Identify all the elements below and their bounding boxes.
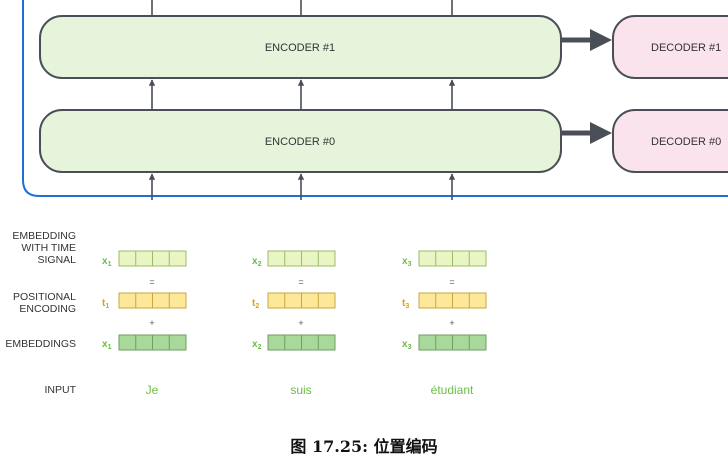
encoder-1-label: ENCODER #1 — [265, 42, 335, 54]
positional-label: t3 — [402, 298, 409, 310]
figure-caption: 图 17.25: 位置编码 — [290, 437, 438, 456]
row-label-embeddings: EMBEDDINGS — [5, 338, 76, 350]
decoder-1: DECODER #1 — [612, 15, 728, 79]
decoder-0-label: DECODER #0 — [651, 136, 721, 148]
positional-encoding-diagram: ENCODER #1 ENCODER #0 DECODER #1 DECODER… — [5, 0, 728, 397]
row-label-time-signal-line2: WITH TIME — [21, 242, 76, 254]
time-signal-vector — [418, 250, 487, 267]
equals-sign: = — [449, 277, 454, 287]
positional-vector — [118, 292, 187, 309]
encoder-0-label: ENCODER #0 — [265, 136, 335, 148]
plus-sign: + — [449, 318, 454, 328]
plus-sign: + — [149, 318, 154, 328]
time-signal-label: x1 — [102, 256, 112, 268]
row-label-time-signal-line3: SIGNAL — [37, 254, 76, 266]
encoder-to-decoder-arrow — [561, 29, 612, 51]
embedding-label: x2 — [252, 339, 262, 351]
time-signal-label: x3 — [402, 256, 412, 268]
positional-label: t1 — [102, 298, 109, 310]
decoder-0: DECODER #0 — [612, 109, 728, 173]
positional-vector — [267, 292, 336, 309]
encoder-1: ENCODER #1 — [39, 15, 562, 79]
row-label-time-signal-line1: EMBEDDING — [12, 230, 76, 242]
input-word: Je — [146, 383, 159, 397]
row-label-input: INPUT — [45, 384, 77, 396]
encoder-to-decoder-arrow — [561, 122, 612, 144]
embedding-vector — [418, 334, 487, 351]
time-signal-label: x2 — [252, 256, 262, 268]
time-signal-vector — [267, 250, 336, 267]
encoder-0: ENCODER #0 — [39, 109, 562, 173]
embedding-label: x1 — [102, 339, 112, 351]
time-signal-vector — [118, 250, 187, 267]
equals-sign: = — [149, 277, 154, 287]
embedding-vector — [267, 334, 336, 351]
plus-sign: + — [298, 318, 303, 328]
encoder-stack-container — [22, 0, 728, 197]
token-column-3: x3 = t3 + x3 étudiant — [402, 250, 487, 397]
token-column-2: x2 = t2 + x2 suis — [252, 250, 336, 397]
row-labels: EMBEDDING WITH TIME SIGNAL POSITIONAL EN… — [5, 230, 76, 396]
input-word: étudiant — [431, 383, 474, 397]
input-word: suis — [290, 383, 311, 397]
positional-label: t2 — [252, 298, 259, 310]
equals-sign: = — [298, 277, 303, 287]
positional-vector — [418, 292, 487, 309]
row-label-positional-line1: POSITIONAL — [13, 291, 76, 303]
embedding-label: x3 — [402, 339, 412, 351]
embedding-vector — [118, 334, 187, 351]
row-label-positional-line2: ENCODING — [19, 303, 76, 315]
decoder-1-label: DECODER #1 — [651, 42, 721, 54]
token-column-1: x1 = t1 + x1 Je — [102, 250, 187, 397]
